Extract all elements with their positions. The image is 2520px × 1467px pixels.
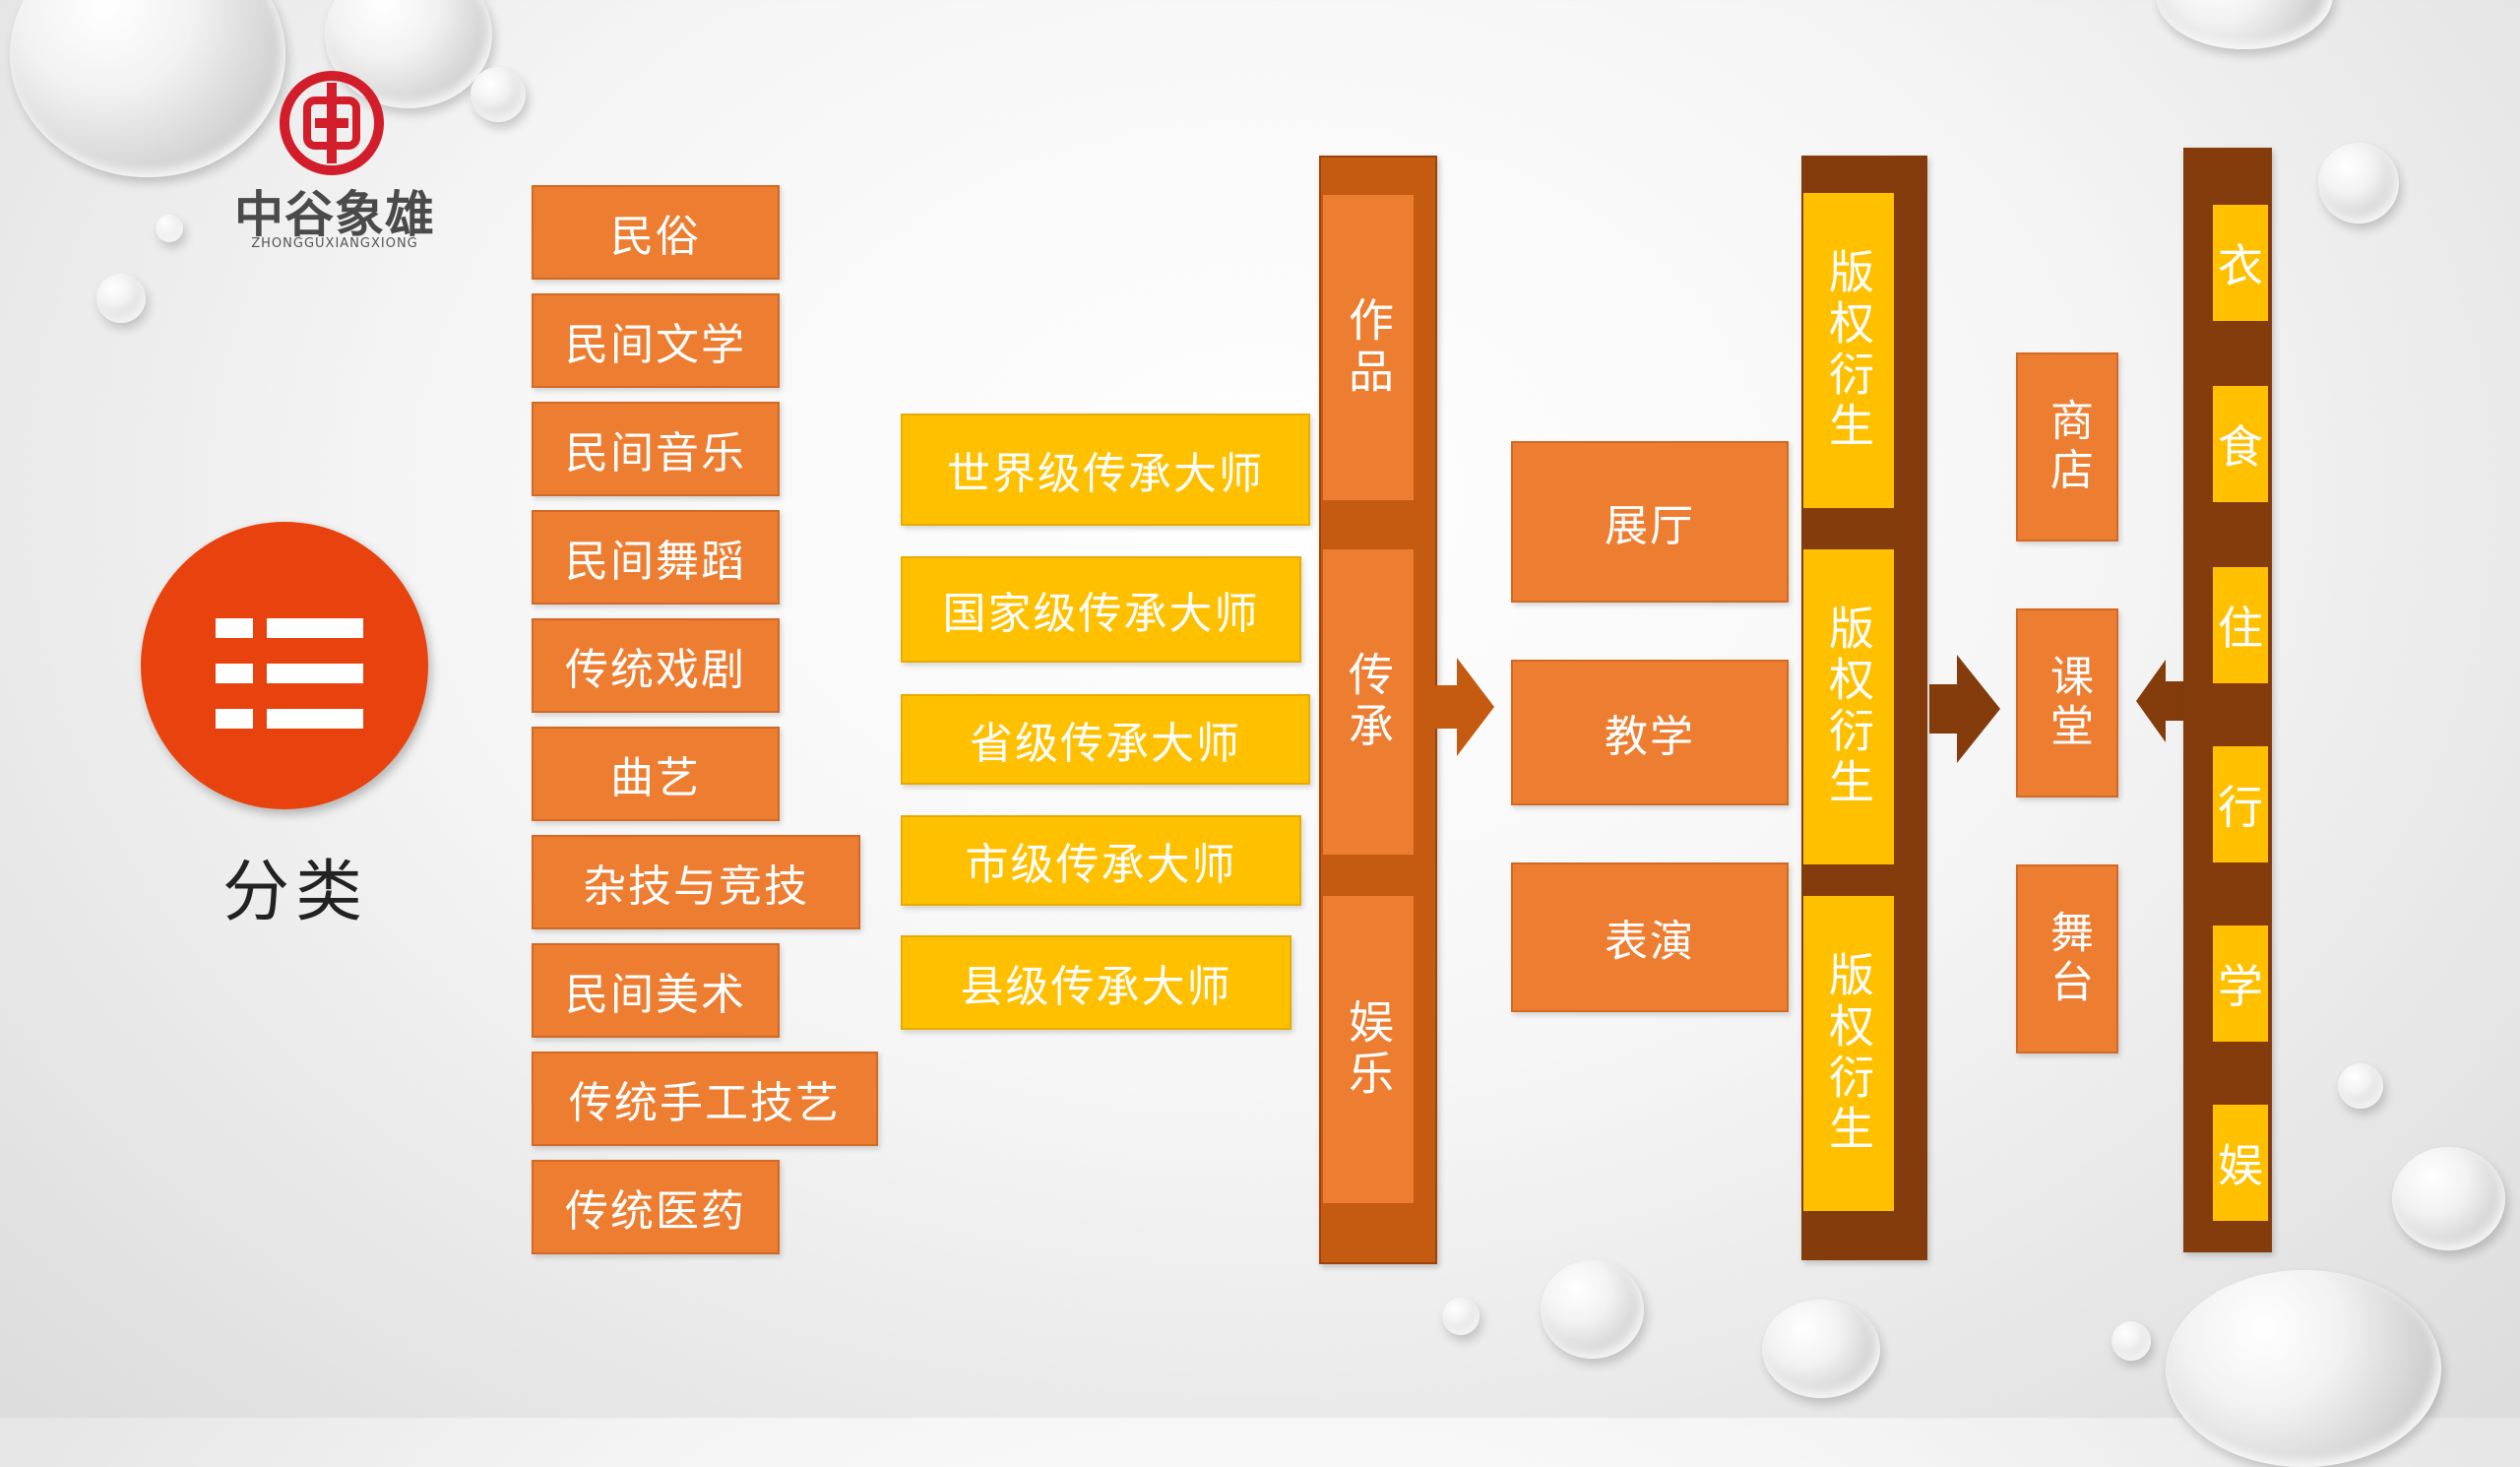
folk-category-quyi: 曲艺 [532,727,780,821]
logo-subtitle: ZHONGGUXIANGXIONG [251,236,418,251]
folk-category-literature: 民间文学 [532,293,780,388]
venue-teaching: 教学 [1511,660,1789,805]
lifestyle-entertainment: 娱 [2213,1105,2268,1221]
master-national: 国家级传承大师 [901,556,1301,663]
folk-category-dance: 民间舞蹈 [532,510,780,605]
lifestyle-travel: 行 [2213,746,2268,862]
arrow-right-icon [1435,658,1494,756]
master-county: 县级传承大师 [901,935,1292,1030]
water-drop [1442,1298,1480,1335]
copyright-segment-3: 版权衍生 [1803,896,1894,1211]
lifestyle-clothing: 衣 [2213,205,2268,321]
folk-category-music: 民间音乐 [532,402,780,496]
venue-hall: 展厅 [1511,441,1789,603]
folk-category-craft: 传统手工技艺 [532,1052,878,1146]
water-drop [156,215,183,242]
outlet-classroom: 课堂 [2016,608,2118,797]
category-circle [141,522,428,809]
folk-category-acrobatics: 杂技与竞技 [532,835,860,929]
water-drop [96,274,146,323]
water-drop [2166,1270,2441,1467]
water-drop [471,67,526,122]
folk-category-folklore: 民俗 [532,185,780,280]
logo-name: 中谷象雄 [234,186,435,243]
arrow-right-icon [1929,655,2000,763]
logo-mark-icon [280,71,384,175]
column-lifestyle: 衣 食 住 行 学 娱 [2183,148,2272,1252]
master-provincial: 省级传承大师 [901,694,1310,785]
logo: 中谷象雄 ZHONGGUXIANGXIONG [217,69,453,256]
column-inherit-segment: 传承 [1323,549,1414,855]
lifestyle-food: 食 [2213,386,2268,502]
master-municipal: 市级传承大师 [901,815,1301,906]
column-works: 作品 传承 娱乐 [1319,156,1437,1264]
venue-performance: 表演 [1511,862,1789,1012]
lifestyle-housing: 住 [2213,567,2268,683]
water-drop [2156,0,2333,49]
water-drop [2111,1321,2151,1361]
copyright-segment-1: 版权衍生 [1803,193,1894,508]
folk-category-medicine: 传统医药 [532,1160,780,1254]
column-entertainment-segment: 娱乐 [1323,896,1414,1203]
list-icon [216,618,363,729]
water-drop [2338,1063,2383,1109]
arrow-left-icon [2136,660,2185,742]
column-works-segment: 作品 [1323,195,1414,500]
lifestyle-learning: 学 [2213,925,2268,1042]
outlet-stage: 舞台 [2016,864,2118,1053]
folk-category-art: 民间美术 [532,943,780,1038]
master-world: 世界级传承大师 [901,414,1310,526]
copyright-segment-2: 版权衍生 [1803,549,1894,864]
water-drop [2318,143,2399,223]
water-drop [2392,1147,2505,1250]
folk-category-opera: 传统戏剧 [532,618,780,713]
column-copyright: 版权衍生 版权衍生 版权衍生 [1801,156,1927,1260]
outlet-shop: 商店 [2016,352,2118,542]
category-label: 分类 [221,854,368,931]
water-drop [1541,1260,1644,1359]
water-drop [1762,1300,1880,1398]
